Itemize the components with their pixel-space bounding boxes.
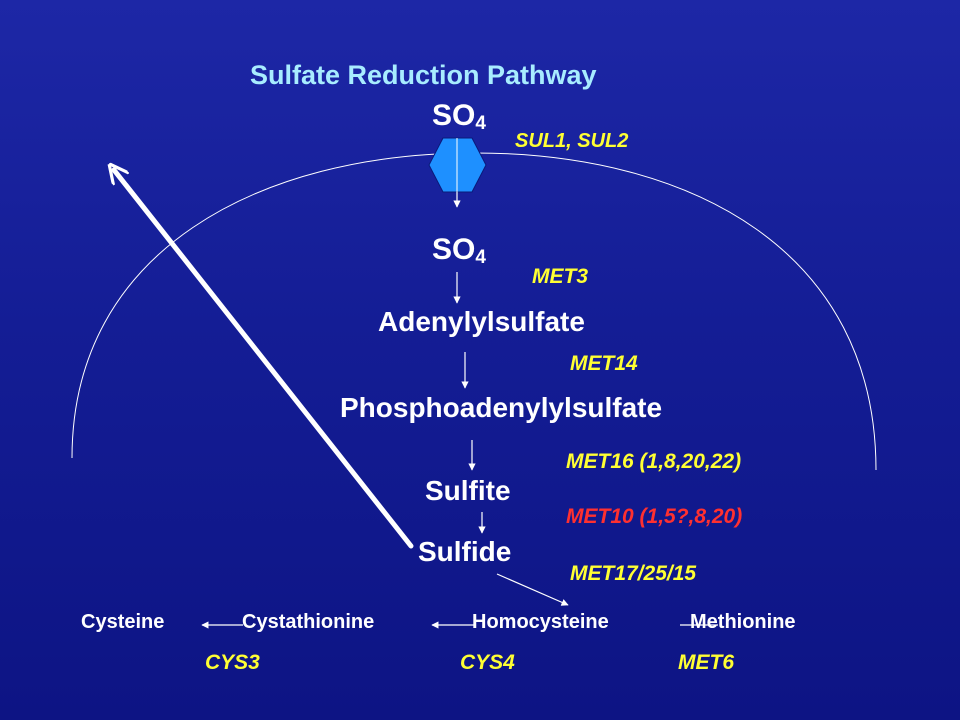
enzyme-met6: MET6 bbox=[678, 651, 735, 674]
enzyme-met17-25-15: MET17/25/15 bbox=[570, 562, 697, 585]
phosphoadenylylsulfate-label: Phosphoadenylylsulfate bbox=[340, 392, 663, 423]
sulfite-label: Sulfite bbox=[425, 475, 511, 506]
cystathionine-label: Cystathionine bbox=[242, 611, 375, 633]
methionine-label: Methionine bbox=[690, 611, 796, 633]
arrow-export bbox=[114, 170, 414, 549]
enzyme-sul1-sul2: SUL1, SUL2 bbox=[515, 130, 629, 152]
enzyme-cys3: CYS3 bbox=[205, 651, 260, 674]
cysteine-label: Cysteine bbox=[81, 611, 165, 633]
arrow-sulfide-to-homocysteine bbox=[496, 573, 569, 606]
enzyme-met14: MET14 bbox=[570, 352, 638, 375]
so4-outside-label: SO4 bbox=[432, 99, 486, 134]
homocysteine-label: Homocysteine bbox=[472, 611, 609, 633]
enzyme-met16: MET16 (1,8,20,22) bbox=[566, 450, 742, 473]
enzyme-cys4: CYS4 bbox=[460, 651, 515, 674]
enzyme-met10: MET10 (1,5?,8,20) bbox=[566, 505, 743, 528]
enzyme-met3: MET3 bbox=[532, 265, 589, 288]
transporter-hexagon-icon bbox=[428, 137, 487, 193]
sulfide-label: Sulfide bbox=[418, 536, 512, 567]
diagram-title: Sulfate Reduction Pathway bbox=[250, 60, 597, 90]
adenylylsulfate-label: Adenylylsulfate bbox=[378, 306, 585, 337]
so4-inside-label: SO4 bbox=[432, 233, 486, 268]
